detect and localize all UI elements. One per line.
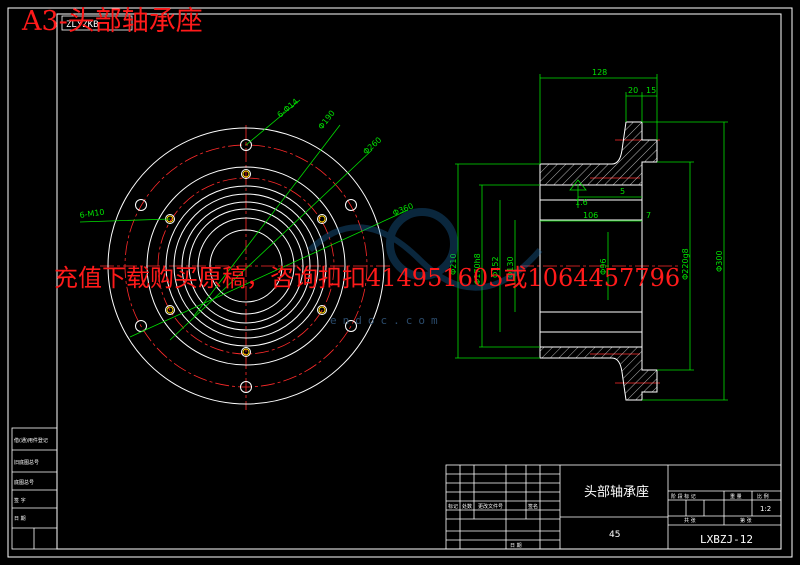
label-d210: Φ210 <box>449 253 458 275</box>
outer-hole <box>345 320 357 332</box>
section-view: 128 20 15 5 1.6 106 7 Φ210 Φ170h8 Φ152 Φ… <box>449 68 728 401</box>
change-doc-label: 更改文件号 <box>478 503 503 510</box>
date-label: 日 期 <box>510 543 522 549</box>
outer-holes <box>135 139 357 393</box>
circle-d152 <box>188 208 304 324</box>
front-dimensions <box>79 99 409 341</box>
count-label: 处数 <box>462 503 472 510</box>
drawing-number: LXBZJ-12 <box>700 533 753 546</box>
leader-d190 <box>193 124 341 317</box>
material: 45 <box>609 530 620 540</box>
circle-d130 <box>197 217 295 315</box>
front-view: 6-Φ14 Φ190 Φ260 Φ360 6-M10 <box>79 97 415 410</box>
label-finish: 1.6 <box>575 198 588 207</box>
label-d260: Φ260 <box>361 135 383 156</box>
scale-value: 1:2 <box>760 505 771 513</box>
header-scale: 比 例 <box>757 493 769 500</box>
circle-d260 <box>146 166 346 366</box>
outer-border <box>7 7 793 558</box>
section-dimensions <box>455 74 728 401</box>
circle-d170 <box>181 201 311 331</box>
label-d130: Φ130 <box>506 256 515 278</box>
outer-hole <box>345 199 357 211</box>
circle-d360 <box>107 127 385 405</box>
side-r2: 旧底图总号 <box>14 459 39 466</box>
side-r5: 日 期 <box>14 516 26 522</box>
section-outlines <box>539 185 643 347</box>
outer-hole <box>240 381 252 393</box>
page-title: A3-头部轴承座 <box>22 6 203 37</box>
inner-hole <box>241 169 251 179</box>
label-holes-outer: 6-Φ14 <box>276 97 301 120</box>
signature-label: 签名 <box>528 503 538 510</box>
part-name: 头部轴承座 <box>584 485 649 500</box>
watermark-text: endoc.com <box>330 314 444 327</box>
watermark-logo <box>307 208 543 291</box>
label-d190: Φ190 <box>316 109 336 132</box>
leader-holes-outer <box>245 99 301 146</box>
leader-holes-inner <box>79 218 171 223</box>
side-r3: 底图总号 <box>14 479 34 486</box>
side-block <box>11 427 58 550</box>
sheet-total: 共 张 <box>684 517 696 524</box>
label-d96: Φ96 <box>599 259 608 275</box>
header-weight: 重 量 <box>730 493 742 500</box>
circle-d210 <box>165 185 327 347</box>
label-dim-106: 106 <box>583 211 598 220</box>
label-d300: Φ300 <box>715 250 724 272</box>
leader-d260 <box>169 149 373 341</box>
sheet-no: 第 张 <box>740 517 752 524</box>
side-r4: 签 字 <box>14 497 26 504</box>
outer-hole <box>240 139 252 151</box>
inner-hole <box>317 214 327 224</box>
label-d152: Φ152 <box>491 256 500 278</box>
inner-hole-thread <box>318 306 326 314</box>
inner-border <box>56 13 782 550</box>
label-dim-128: 128 <box>592 68 607 77</box>
side-r1: 借(通)用件登记 <box>14 437 48 444</box>
inner-hole-thread <box>242 170 250 178</box>
inner-hole-thread <box>318 215 326 223</box>
leader-d360 <box>129 209 409 338</box>
circle-d190 <box>173 193 319 339</box>
section-wall-top <box>539 121 658 186</box>
inner-hole <box>241 347 251 357</box>
finish-symbol <box>569 179 587 191</box>
section-wall-bottom <box>539 346 658 401</box>
label-dim-7: 7 <box>646 211 651 220</box>
corner-tag: ZLYZKB <box>66 20 99 30</box>
label-dim-20: 20 <box>628 86 638 95</box>
header-stage: 阶 段 标 记 <box>671 493 696 500</box>
ad-banner: 充值下载购买原稿，咨询扣扣414951605或1064457796 <box>54 264 681 292</box>
corner-tag-box <box>61 15 133 31</box>
circle-d96 <box>209 229 283 303</box>
inner-hole-thread <box>166 306 174 314</box>
label-dim-15: 15 <box>646 86 656 95</box>
label-d170: Φ170h8 <box>473 253 482 285</box>
title-block <box>445 464 782 550</box>
inner-hole <box>165 305 175 315</box>
outer-hole <box>135 320 147 332</box>
mark-label: 标记 <box>448 503 458 510</box>
label-holes-inner: 6-M10 <box>79 208 105 220</box>
label-d220: Φ220g8 <box>681 248 690 280</box>
label-dim-5: 5 <box>620 187 625 196</box>
inner-hole <box>317 305 327 315</box>
inner-hole-thread <box>242 348 250 356</box>
outer-hole <box>135 199 147 211</box>
